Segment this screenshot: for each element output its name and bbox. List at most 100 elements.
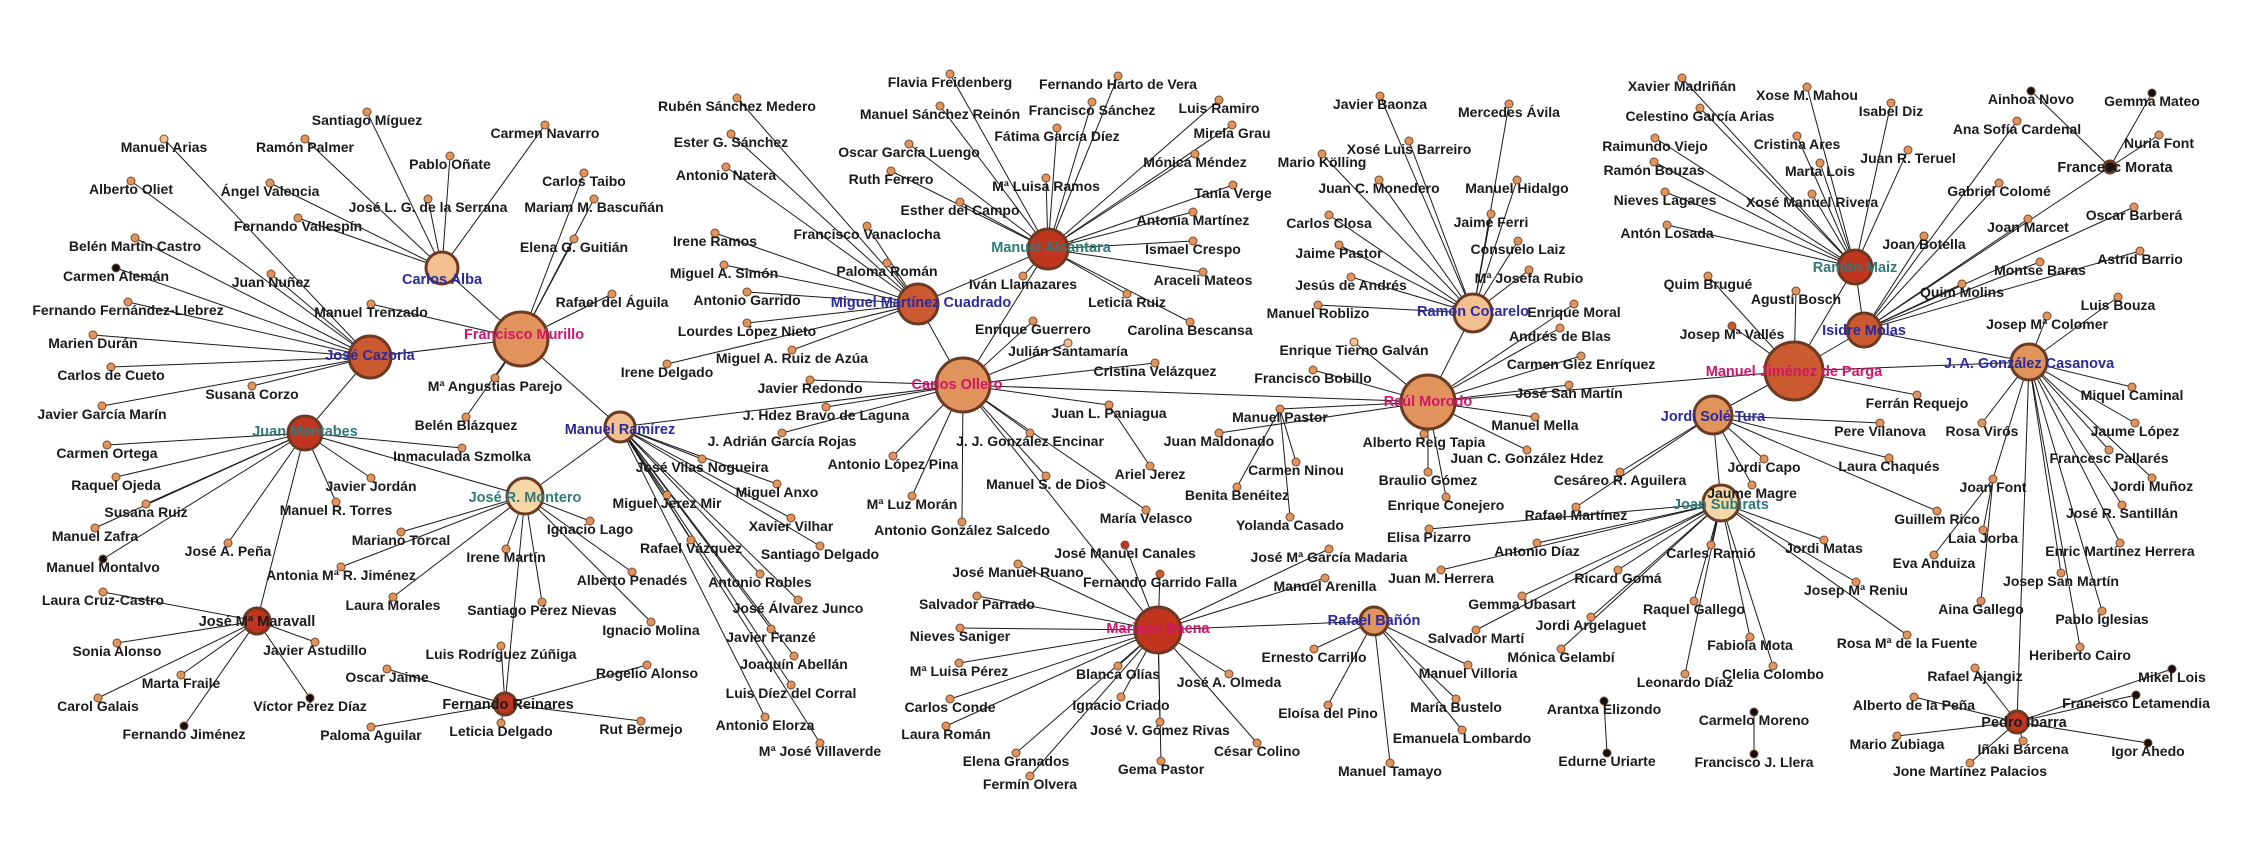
author-label: Araceli Mateos (1154, 272, 1253, 288)
author-node (1569, 299, 1579, 309)
author-label: Alberto Reig Tapia (1363, 434, 1486, 450)
hub-author-node (2004, 709, 2030, 735)
author-node (1886, 98, 1896, 108)
author-node (1662, 220, 1672, 230)
author-label: Leticia Delgado (449, 723, 552, 739)
author-label: Juan C. Monedero (1318, 180, 1439, 196)
network-edge (1854, 149, 1909, 268)
author-node (886, 166, 896, 176)
author-label: Manuel Arias (121, 139, 208, 155)
author-label: Enrique Conejero (1388, 497, 1505, 513)
network-edge (1047, 248, 1191, 323)
author-node (945, 694, 955, 704)
author-node (1155, 569, 1165, 579)
author-node (490, 373, 500, 383)
author-node (760, 712, 770, 722)
network-edge (1863, 120, 2018, 331)
author-label: Javier Franzé (726, 629, 816, 645)
author-node (2104, 445, 2114, 455)
author-label: Manuel Mella (1491, 417, 1578, 433)
network-edge (1047, 153, 1196, 250)
author-label: Rut Bermejo (599, 721, 682, 737)
hub-author-node (2009, 342, 2049, 382)
network-edge (269, 182, 443, 269)
hub-author-node (242, 606, 272, 636)
author-node (1334, 240, 1344, 250)
network-edge (714, 232, 919, 305)
author-node (102, 440, 112, 450)
hub-author-node (2102, 159, 2118, 175)
author-label: Agustí Bosch (1751, 291, 1841, 307)
author-node (1689, 596, 1699, 606)
author-node (1929, 550, 1939, 560)
author-label: Antonio Robles (708, 574, 812, 590)
author-node (336, 562, 346, 572)
hub-author-node (1026, 227, 1070, 271)
author-node (585, 516, 595, 526)
hub-author-label: Fernando Reinares (442, 697, 573, 713)
author-label: Santiago Pérez Nievas (467, 602, 617, 618)
hub-author-node (934, 356, 992, 414)
author-node (777, 428, 787, 438)
hub-author-label: Ramón Maiz (1813, 260, 1898, 276)
author-node (1471, 625, 1481, 635)
network-edge (1378, 179, 1474, 314)
hub-author-label: José Mª Maravall (199, 614, 316, 630)
network-edge (1317, 304, 1474, 314)
author-label: Jaume Magre (1707, 485, 1797, 501)
network-edge (1350, 276, 1474, 314)
author-node (1524, 265, 1534, 275)
author-node (2147, 473, 2157, 483)
author-label: Enrique Moral (1527, 304, 1620, 320)
hub-author-label: Ramón Cotarelo (1417, 304, 1529, 320)
author-label: Antonio Elorza (716, 717, 815, 733)
author-label: Jaime Pastor (1295, 245, 1383, 261)
author-node (1113, 661, 1123, 671)
author-label: Edurne Uriarte (1558, 753, 1655, 769)
network-edge (1427, 303, 1575, 403)
author-label: Santiago Míguez (312, 112, 422, 128)
network-edge (917, 248, 1049, 305)
author-node (1309, 644, 1319, 654)
hub-author-node (1763, 340, 1825, 402)
author-node (445, 151, 455, 161)
author-node (955, 623, 965, 633)
author-label: Heriberto Cairo (2029, 647, 2131, 663)
network-edge (1664, 191, 1856, 268)
author-node (1190, 149, 1200, 159)
network-edge (1720, 502, 1774, 667)
network-edge (1992, 361, 2030, 480)
author-node (1815, 158, 1825, 168)
network-edge (1236, 408, 1281, 488)
author-label: Francisco J. Llera (1694, 754, 1813, 770)
author-label: Miguel Jerez Mir (613, 495, 722, 511)
author-label: José Álvarez Junco (733, 600, 864, 616)
author-label: Guillem Rico (1894, 511, 1980, 527)
network-edge (524, 426, 621, 497)
author-label: Mariam M. Bascuñán (524, 199, 663, 215)
author-label: Fernando Jiménez (123, 726, 246, 742)
author-label: Irene Delgado (621, 364, 714, 380)
author-label: Manuel Arenilla (1274, 578, 1377, 594)
author-label: Joan Marcet (1987, 219, 2069, 235)
author-label: Quim Molins (1920, 284, 2004, 300)
author-node (2113, 292, 2123, 302)
network-edge (1108, 404, 1151, 467)
author-label: Irene Ramos (673, 233, 757, 249)
network-edge (115, 267, 371, 358)
author-label: Alberto Penadés (577, 572, 688, 588)
network-edge (962, 362, 1156, 386)
network-edge (1218, 401, 1429, 434)
author-node (772, 479, 782, 489)
author-label: José A. Peña (185, 543, 272, 559)
author-node (686, 535, 696, 545)
author-label: Javier Redondo (757, 380, 862, 396)
author-node (579, 168, 589, 178)
network-edge (725, 166, 919, 305)
network-edge (1982, 478, 1994, 531)
author-label: Marta Lois (1785, 163, 1855, 179)
author-label: Carmen Ortega (56, 445, 157, 461)
author-label: Joaquín Abellán (740, 656, 848, 672)
author-node (1227, 120, 1237, 130)
network-edge (1157, 629, 1258, 744)
